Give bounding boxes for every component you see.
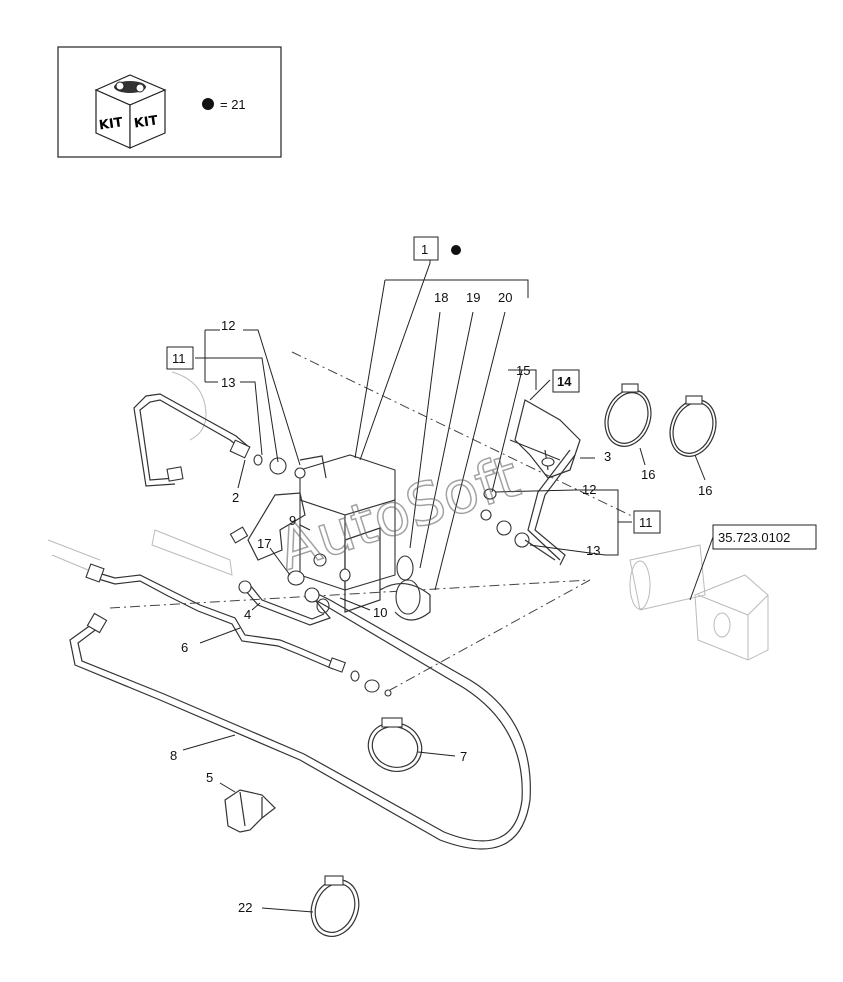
callout-11-right-text: 11	[639, 515, 653, 530]
callout-17: 17	[257, 536, 271, 551]
kit-icon-text-left: KIT	[98, 115, 124, 133]
valve-block	[299, 454, 431, 621]
callout-4: 4	[244, 607, 251, 622]
part-3-bracket	[509, 399, 581, 479]
centre-lines	[109, 351, 641, 691]
bracket	[229, 455, 327, 561]
clamp-22	[310, 875, 360, 937]
callout-10: 10	[373, 605, 387, 620]
part-5-bracket	[224, 789, 276, 833]
boxed-callout-14: 14	[552, 369, 580, 393]
kit-box-icon: KIT KIT	[94, 74, 167, 149]
callout-12-right: 12	[582, 482, 596, 497]
callout-22: 22	[238, 900, 252, 915]
background-outline	[47, 371, 769, 661]
callout-9: 9	[289, 513, 296, 528]
callout-2: 2	[232, 490, 239, 505]
kit-legend-box: KIT KIT = 21	[57, 46, 282, 158]
callout-6: 6	[181, 640, 188, 655]
tube-13	[480, 449, 576, 566]
tube-4	[238, 570, 332, 626]
callout-12-left: 12	[221, 318, 235, 333]
tube-8	[69, 587, 531, 850]
callout-14-text: 14	[557, 374, 572, 389]
kit-icon-text-right: KIT	[133, 113, 159, 131]
callout-1-text: 1	[421, 242, 428, 257]
leader-lines	[182, 260, 714, 913]
kit-bullet-icon-callout	[451, 245, 461, 255]
callout-numbers: 12 13 18 19 20 15 2 3 16 16 12 13 9 17 4…	[170, 290, 712, 915]
callout-8: 8	[170, 748, 177, 763]
callout-3: 3	[604, 449, 611, 464]
clamp-7	[367, 717, 423, 772]
boxed-callout-1: 1	[413, 236, 461, 261]
reference-box: 35.723.0102	[712, 524, 817, 550]
boxed-callout-11-left: 11	[166, 346, 194, 370]
callout-19: 19	[466, 290, 480, 305]
callout-11-left-text: 11	[172, 351, 186, 366]
callout-16-left: 16	[641, 467, 655, 482]
tube-6	[85, 563, 392, 697]
callout-16-right: 16	[698, 483, 712, 498]
boxed-callout-11-right: 11	[633, 510, 661, 534]
clamp-16a	[604, 383, 652, 447]
reference-box-text: 35.723.0102	[718, 530, 790, 545]
callout-18: 18	[434, 290, 448, 305]
callout-15: 15	[516, 363, 530, 378]
clamp-16b	[669, 395, 717, 457]
kit-legend-text: = 21	[220, 97, 246, 112]
callout-5: 5	[206, 770, 213, 785]
callout-13-left: 13	[221, 375, 235, 390]
tube-2	[133, 393, 306, 487]
callout-7: 7	[460, 749, 467, 764]
callout-20: 20	[498, 290, 512, 305]
callout-13-right: 13	[586, 543, 600, 558]
kit-bullet-icon	[202, 98, 214, 110]
